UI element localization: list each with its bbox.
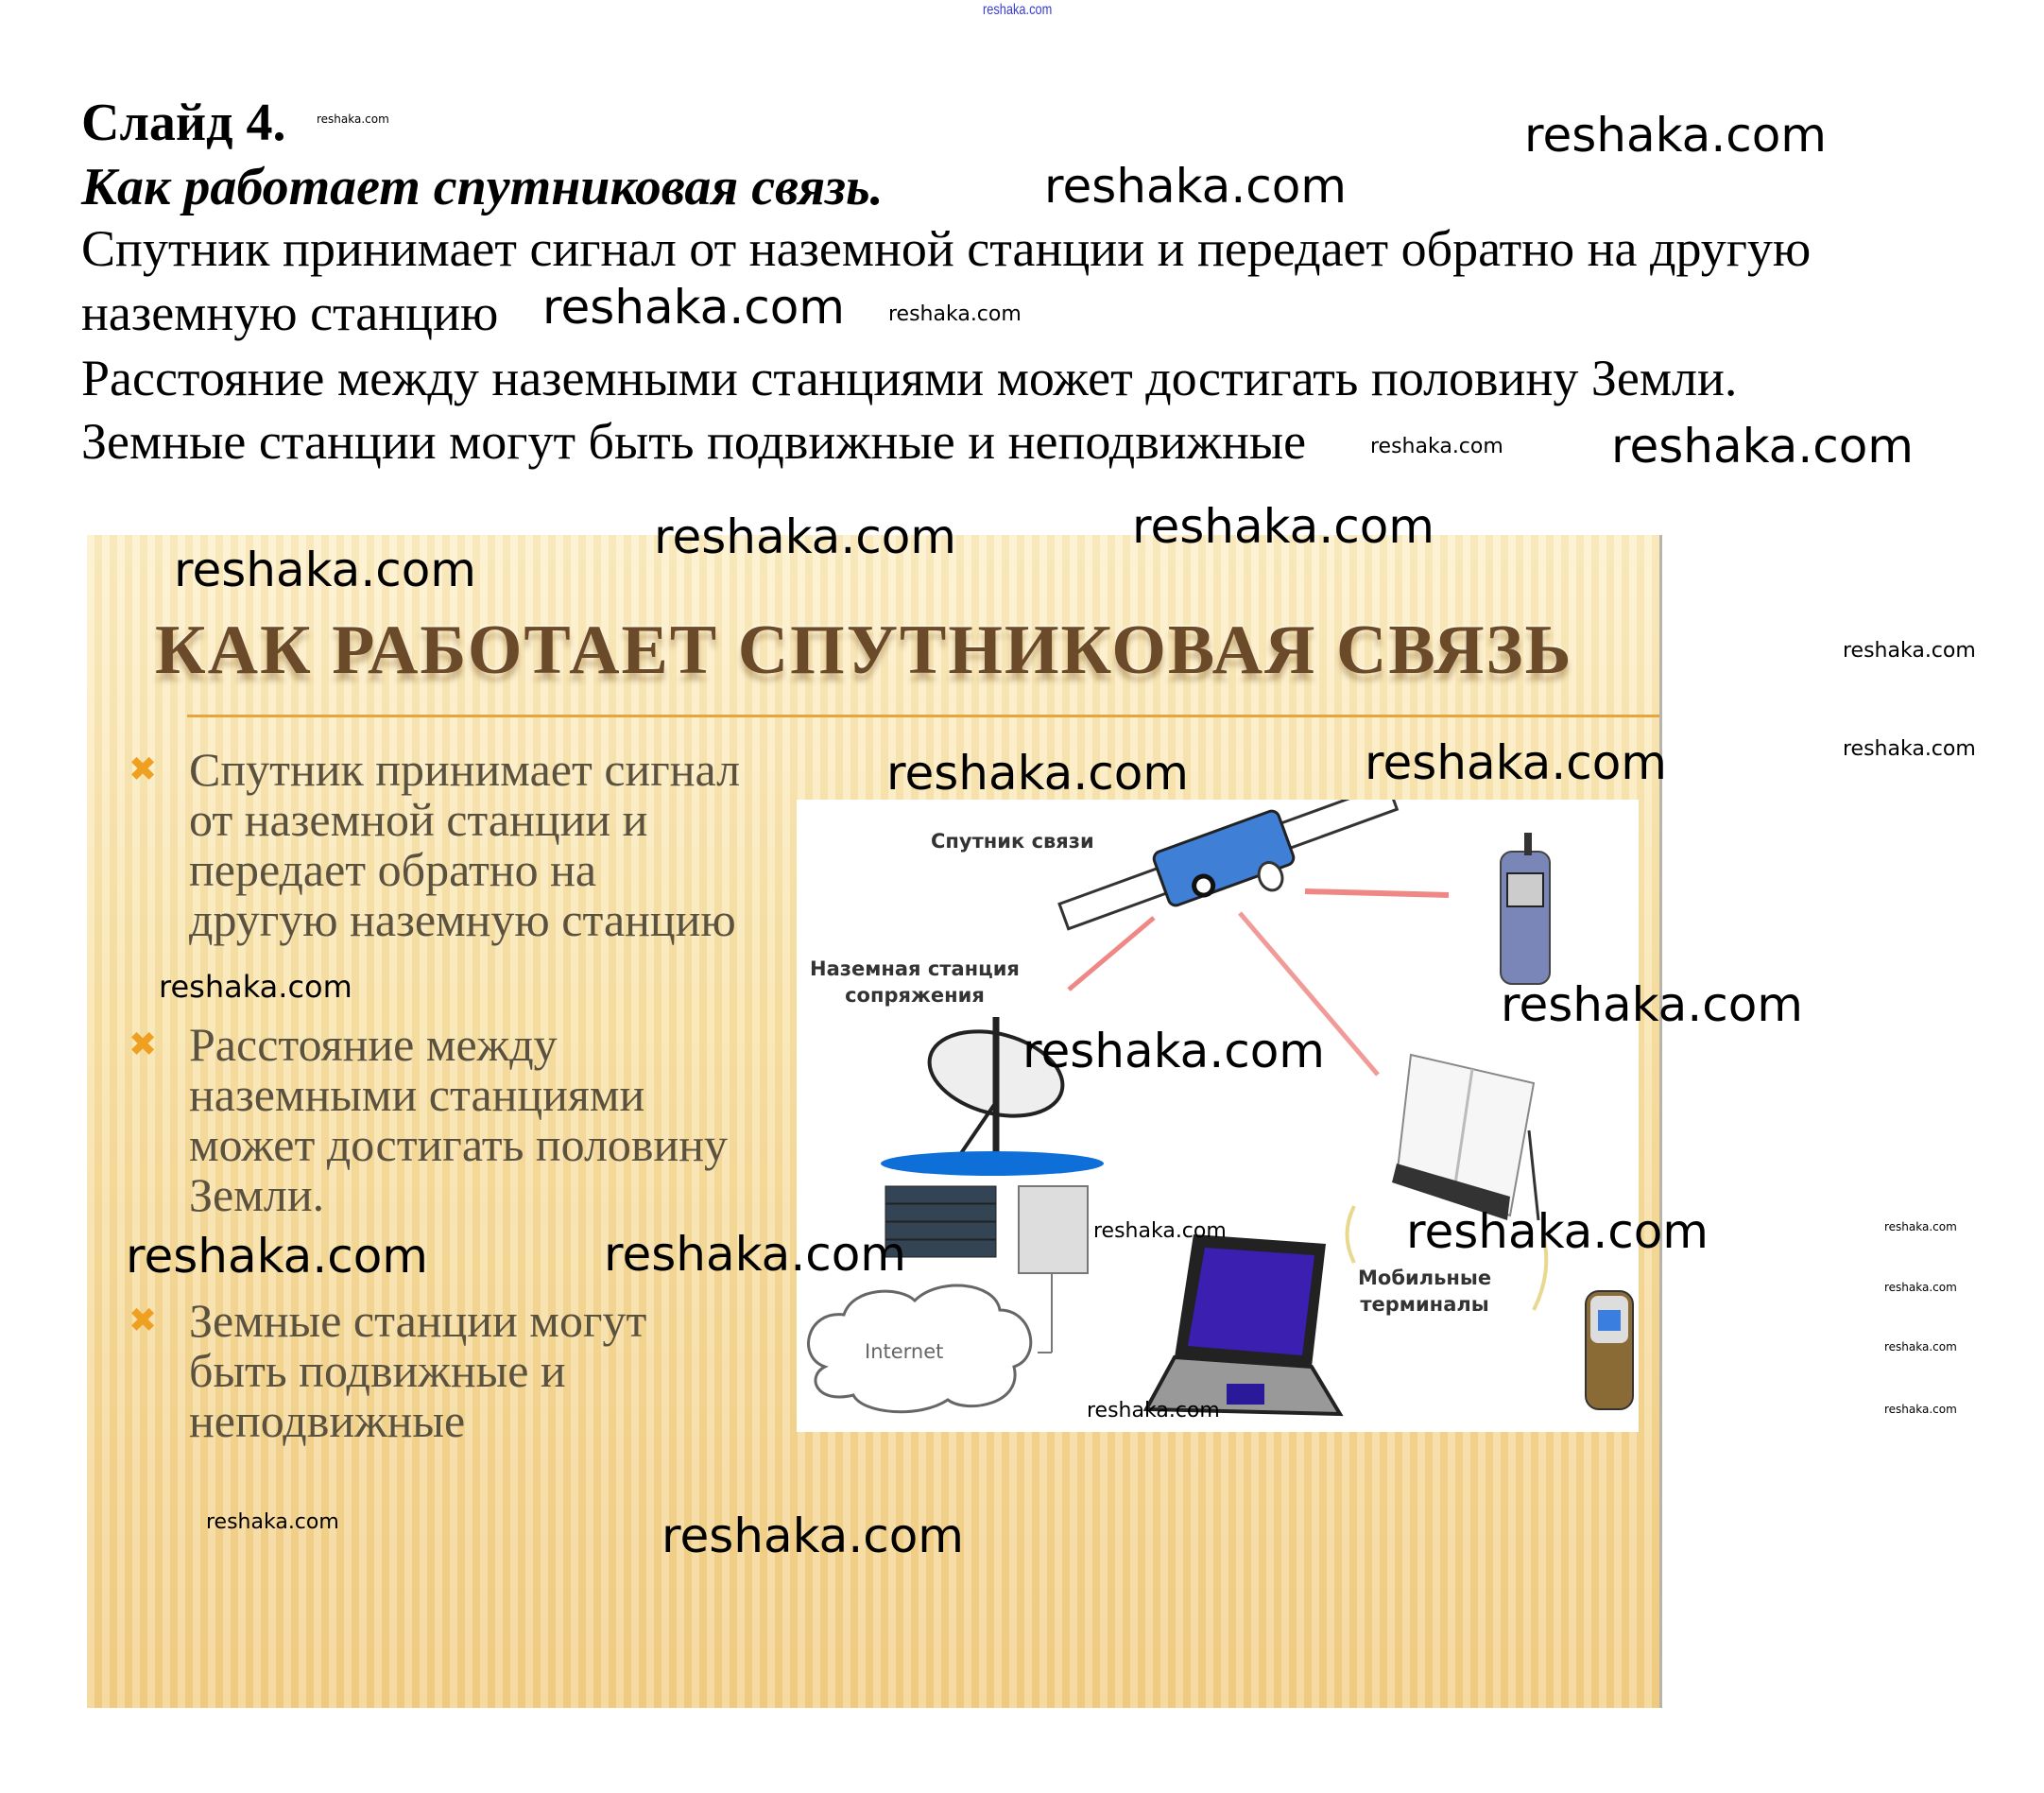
internet-label: Internet (865, 1340, 944, 1363)
cross-bullet-icon: ✖ (129, 1026, 158, 1064)
mobile-terminals-label: Мобильные терминалы (1358, 1265, 1491, 1318)
watermark: reshaka.com (1365, 735, 1667, 790)
cross-bullet-icon: ✖ (129, 1302, 158, 1340)
watermark: reshaka.com (174, 543, 476, 597)
watermark: reshaka.com (1884, 1281, 1957, 1294)
internet-cloud-icon (807, 1284, 1033, 1414)
document-line: Расстояние между наземными станциями мож… (81, 350, 1738, 406)
document-line: Земные станции могут быть подвижные и не… (81, 413, 1307, 470)
ground-station-label: Наземная станция сопряжения (810, 956, 1020, 1009)
watermark: reshaka.com (542, 280, 845, 335)
watermark: reshaka.com (1044, 159, 1347, 214)
watermark: reshaka.com (888, 302, 1022, 326)
document-line: Спутник принимает сигнал от наземной ста… (81, 220, 1812, 277)
cross-bullet-icon: ✖ (129, 750, 158, 789)
watermark: reshaka.com (317, 112, 389, 126)
bullet-line: Расстояние между (189, 1018, 558, 1071)
watermark: reshaka.com (1884, 1340, 1957, 1353)
slide-heading: КАК РАБОТАЕТ СПУТНИКОВАЯ СВЯЗЬ (155, 612, 1573, 689)
bullet-line: Земные станции могут (189, 1294, 647, 1347)
signal-beams (1067, 888, 1450, 1077)
bullet-line: быть подвижные и (189, 1344, 566, 1397)
top-watermark-link[interactable]: reshaka.com (983, 2, 1053, 18)
bullet-line: наземными станциями (189, 1068, 645, 1121)
satellite-terminal-icon (1345, 1053, 1549, 1311)
document-line: наземную станцию (81, 284, 499, 341)
watermark: reshaka.com (1884, 1403, 1957, 1416)
ground-station-label-line: Наземная станция (810, 957, 1020, 980)
mobile-label-line: терминалы (1360, 1293, 1489, 1316)
watermark: reshaka.com (126, 1229, 428, 1284)
server-rack-icon (885, 1185, 1089, 1353)
watermark: reshaka.com (654, 509, 956, 564)
mobile-phone-icon (1500, 833, 1551, 985)
satellite-label: Спутник связи (931, 830, 1094, 853)
bullet-line: может достигать половину (189, 1118, 729, 1171)
ground-station-label-line: сопряжения (845, 984, 985, 1007)
watermark: reshaka.com (886, 746, 1189, 801)
watermark: reshaka.com (1370, 435, 1503, 458)
watermark: reshaka.com (1884, 1220, 1957, 1233)
slide-number: Слайд 4. (81, 94, 286, 152)
bullet-line: Спутник принимает сигнал (189, 743, 741, 796)
bullet-line: другую наземную станцию (189, 893, 736, 946)
cell-phone-icon (1585, 1290, 1634, 1410)
mobile-label-line: Мобильные (1358, 1267, 1492, 1289)
bullet-line: от наземной станции и (189, 793, 648, 846)
satellite-icon (1057, 800, 1400, 931)
watermark: reshaka.com (1843, 639, 1976, 663)
watermark: reshaka.com (159, 969, 352, 1005)
watermark: reshaka.com (1843, 737, 1976, 761)
watermark: reshaka.com (1093, 1219, 1227, 1243)
satellite-network-diagram: Спутник связи Наземная станция сопряжени… (797, 800, 1639, 1432)
heading-divider (187, 715, 1659, 717)
bullet-line: неподвижные (189, 1394, 466, 1447)
watermark: reshaka.com (1087, 1399, 1220, 1422)
watermark: reshaka.com (661, 1509, 964, 1563)
watermark: reshaka.com (206, 1510, 339, 1534)
watermark: reshaka.com (1611, 419, 1914, 474)
satellite-dish-icon (881, 1017, 1104, 1176)
watermark: reshaka.com (1406, 1204, 1709, 1259)
watermark: reshaka.com (1501, 977, 1803, 1032)
bullet-line: передает обратно на (189, 843, 597, 896)
watermark: reshaka.com (1524, 108, 1827, 163)
document-title: Как работает спутниковая связь. (81, 158, 884, 216)
watermark: reshaka.com (604, 1227, 906, 1282)
watermark: reshaka.com (1132, 499, 1434, 554)
watermark: reshaka.com (1022, 1024, 1325, 1078)
laptop-icon (1142, 1234, 1344, 1417)
bullet-line: Земли. (189, 1168, 325, 1221)
